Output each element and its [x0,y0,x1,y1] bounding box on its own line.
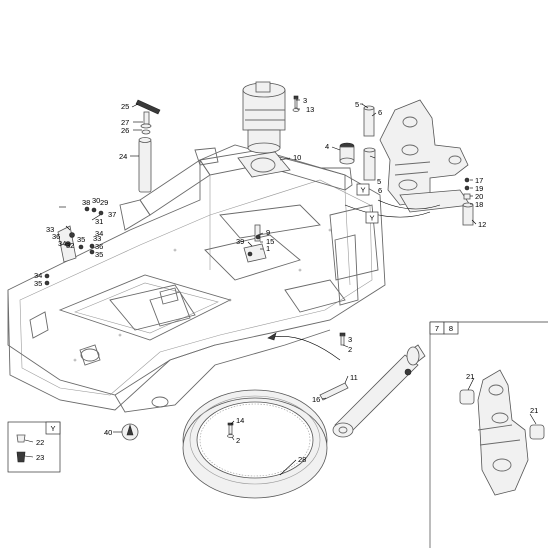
callout-37: 37 [108,210,116,219]
ref-box-y-1: Y [360,186,365,195]
callout-21b: 21 [530,406,538,415]
main-frame [7,144,386,413]
callout-9: 9 [266,228,270,237]
grease-fittings-17-20 [463,177,471,200]
callout-39: 39 [236,237,244,246]
boom-cylinder [319,344,426,438]
callout-40: 40 [104,428,112,437]
grease-nipple-40 [121,423,139,441]
callout-36: 36 [52,232,60,241]
bolt-3-13 [292,95,300,112]
ref-box-y-legend: Y [50,424,55,433]
callout-18: 18 [475,200,483,209]
callout-32: 32 [66,241,74,250]
callout-30: 30 [92,196,100,205]
detail-panel [429,321,548,548]
callout-28: 28 [298,455,306,464]
callout-4: 4 [325,142,329,151]
callout-24: 24 [119,152,127,161]
callout-35c: 35 [34,279,42,288]
callout-23: 23 [36,453,44,462]
callout-2b: 2 [236,436,240,445]
callout-15: 15 [266,237,274,246]
callout-26: 26 [121,126,129,135]
bracket-pins [363,105,474,226]
callout-36b: 36 [95,242,103,251]
ref-box-y-2: Y [369,214,374,223]
callout-2a: 2 [348,345,352,354]
legend-box-y [7,421,61,473]
callout-3b: 3 [348,335,352,344]
ref-box-7: 7 [435,324,439,333]
callout-22: 22 [36,438,44,447]
callout-16: 16 [312,395,320,404]
slewing-ring [182,389,328,499]
callout-25: 25 [121,102,129,111]
swing-motor [242,81,286,154]
callout-34b: 34 [95,229,103,238]
callout-29: 29 [100,198,108,207]
callout-5b: 5 [377,177,381,186]
ref-box-8: 8 [449,324,453,333]
callout-12: 12 [478,220,486,229]
reference-box-labels: Y Y Y 7 8 [50,183,453,433]
center-bracket [243,224,267,263]
callout-34: 34 [58,239,66,248]
callout-3: 3 [303,96,307,105]
callout-14: 14 [236,416,244,425]
callout-5: 5 [355,100,359,109]
callout-1: 1 [266,244,270,253]
callout-19: 19 [475,184,483,193]
callout-35: 35 [77,235,85,244]
callout-33b: 33 [93,234,101,243]
callout-6b: 6 [378,186,382,195]
callout-11: 11 [350,373,358,382]
bracket-hardware-left [44,206,104,286]
callout-27: 27 [121,118,129,127]
callout-21a: 21 [466,372,474,381]
callout-labels: 25 27 26 24 3 13 10 5 6 4 6 5 17 19 20 1… [34,96,538,464]
callout-33: 33 [46,225,54,234]
callout-13: 13 [306,105,314,114]
callout-6: 6 [378,108,382,117]
callout-17: 17 [475,176,483,185]
callout-34c: 34 [34,271,42,280]
boom-bracket [379,99,469,206]
callout-35b: 35 [95,250,103,259]
cylinder-bolt-2 [339,332,346,346]
callout-31: 31 [95,217,103,226]
leader-lines [24,99,537,476]
reference-arrows [267,199,441,361]
bushing-4 [339,142,355,165]
grease-pin-assembly [135,99,161,193]
callout-20: 20 [475,192,483,201]
callout-38: 38 [82,198,90,207]
motor-gasket-plate [237,151,291,178]
callout-10: 10 [293,153,301,162]
ring-bolts-14-2 [227,422,234,438]
